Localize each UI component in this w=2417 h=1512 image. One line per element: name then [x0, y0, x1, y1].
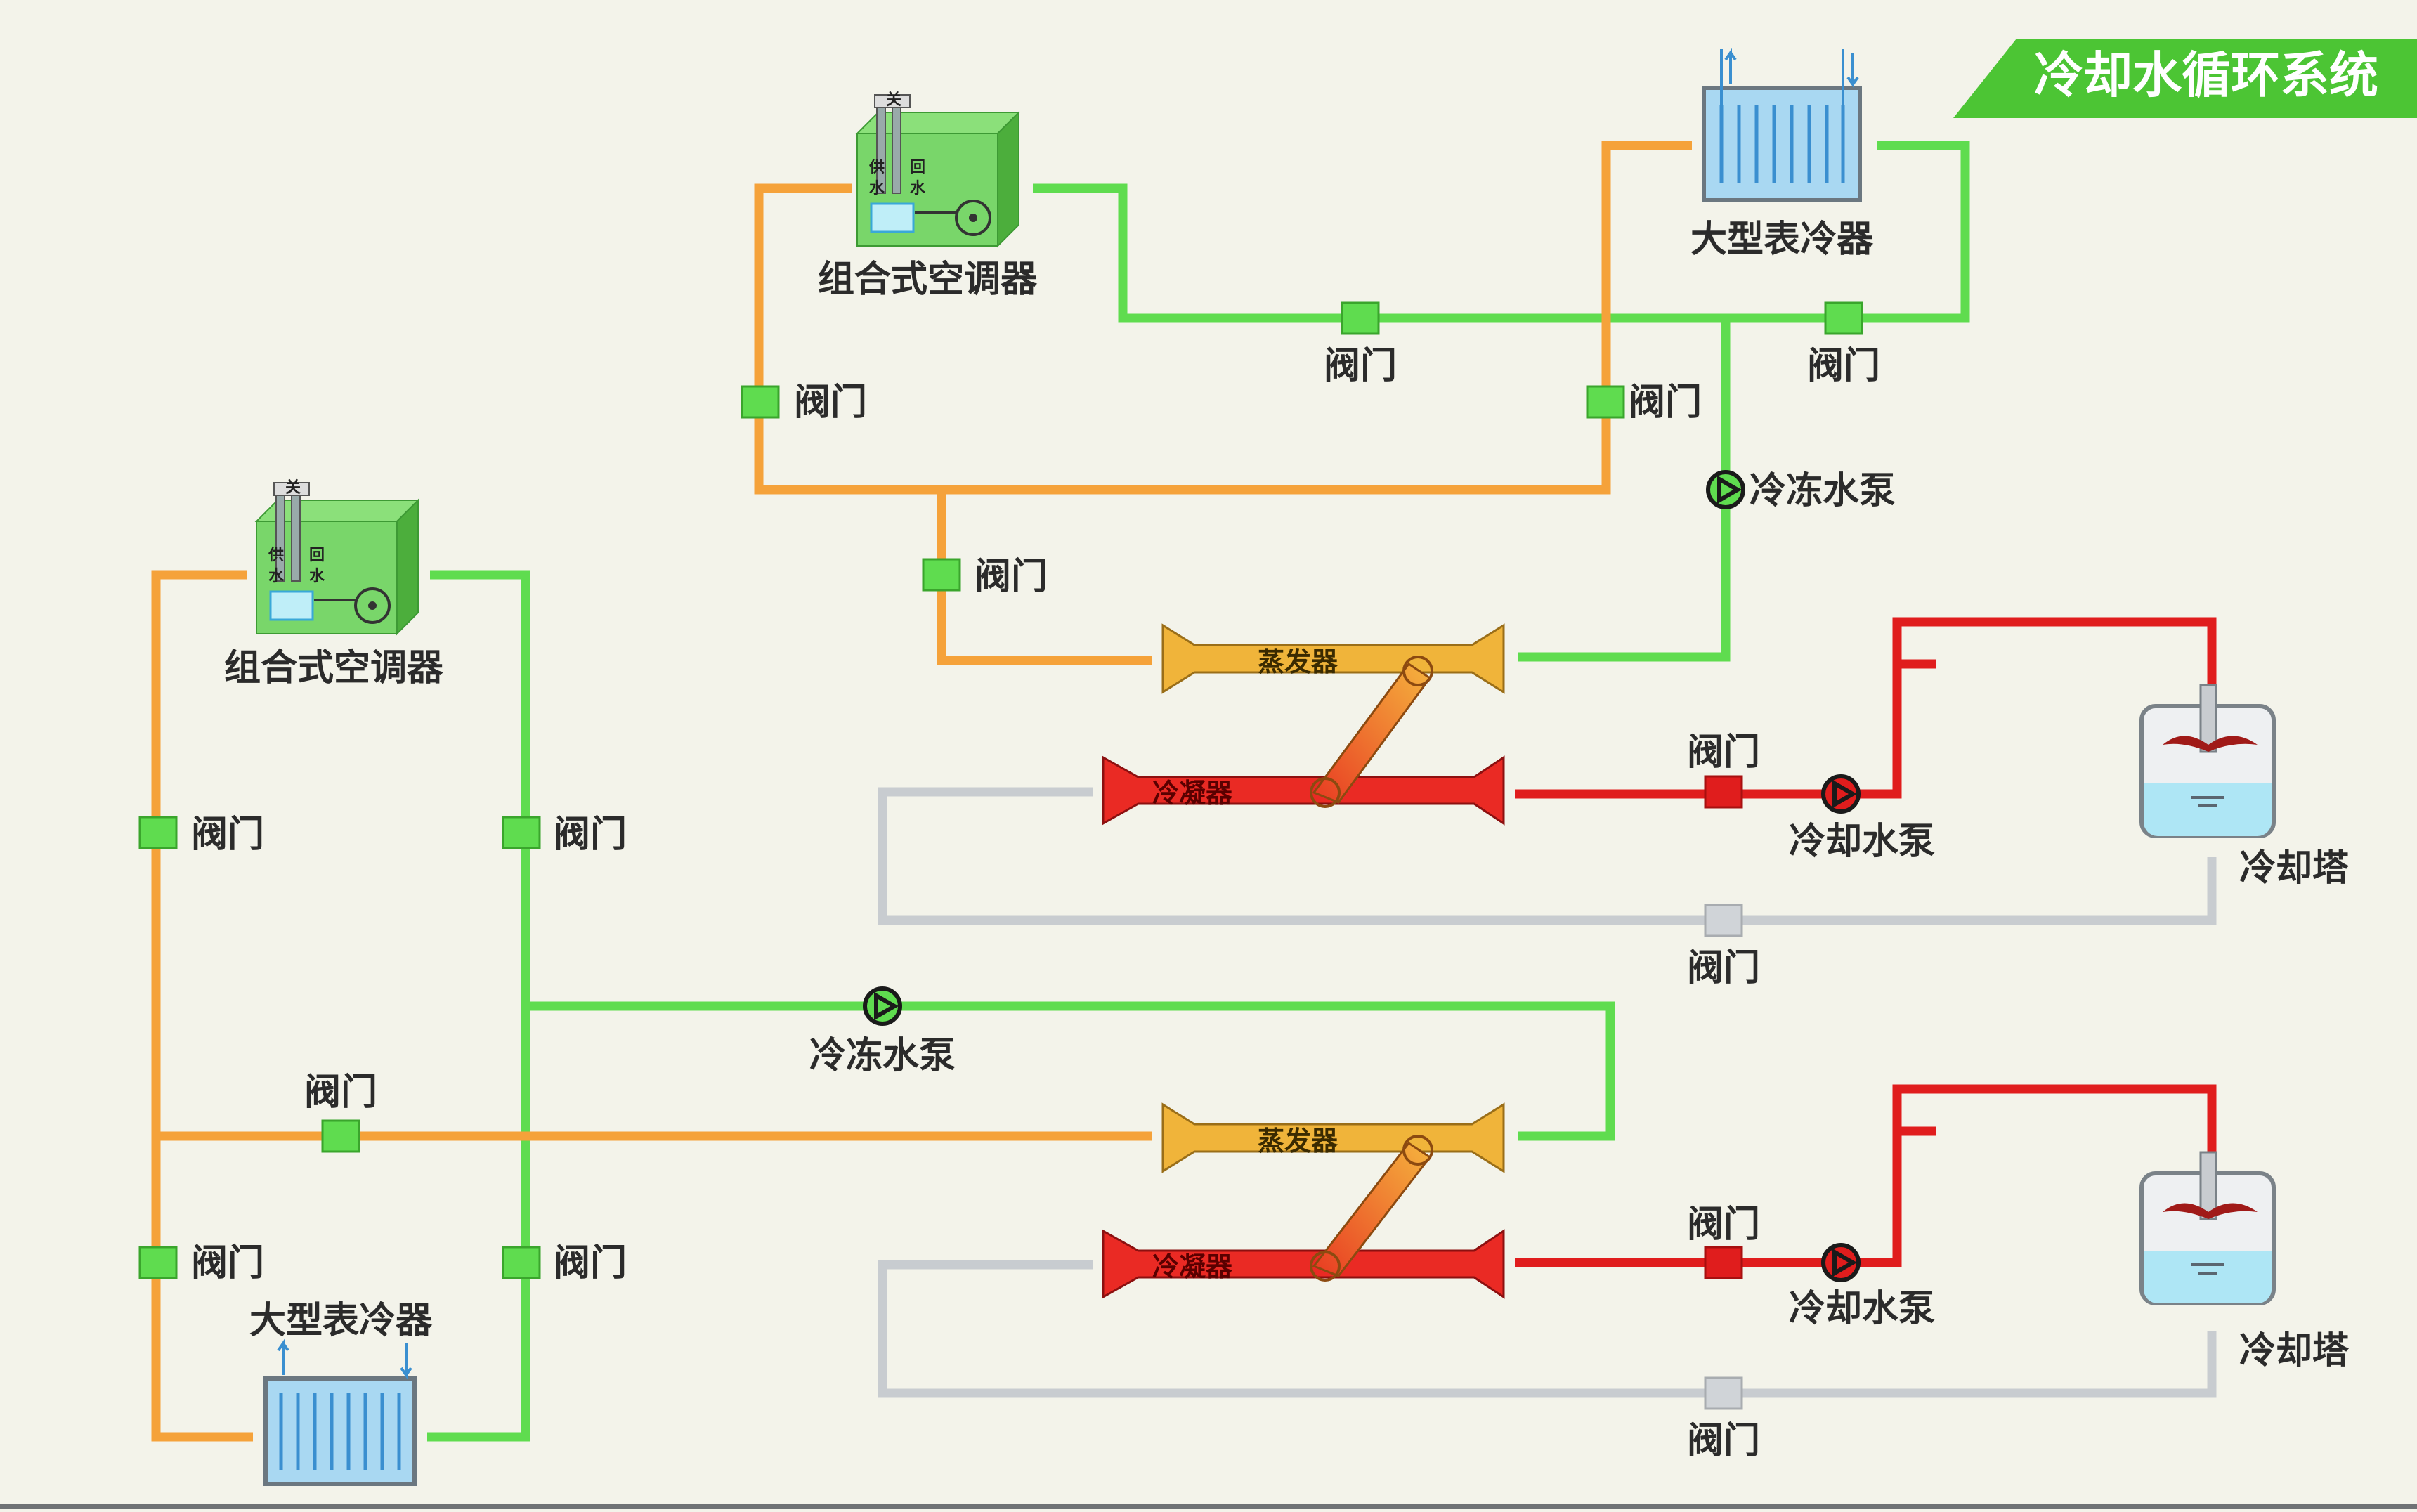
- valve-label: 阀门: [1687, 947, 1760, 989]
- valve-top-cooling-cold[interactable]: [1704, 904, 1743, 937]
- condenser-bottom: [1102, 1229, 1505, 1299]
- valve-label: 阀门: [304, 1071, 377, 1114]
- valve-bottom-return-3[interactable]: [138, 1246, 178, 1279]
- surface-cooler-bottom[interactable]: [263, 1338, 417, 1486]
- ahu-label-top: 组合式空调器: [818, 259, 1038, 301]
- valve-top-supply-1[interactable]: [1341, 301, 1380, 335]
- svg-text:水: 水: [268, 568, 285, 585]
- return-label-top: 回: [910, 159, 925, 176]
- valve-label: 阀门: [191, 814, 264, 856]
- surface-cooler-label-bottom: 大型表冷器: [249, 1300, 433, 1342]
- valve-bottom-return-2[interactable]: [321, 1119, 360, 1153]
- svg-text:水: 水: [869, 180, 885, 197]
- valve-bottom-supply-1[interactable]: [502, 816, 541, 849]
- valve-top-supply-2[interactable]: [1824, 301, 1863, 335]
- evaporator-label-top: 蒸发器: [1258, 646, 1338, 677]
- valve-top-return-1[interactable]: [741, 385, 780, 419]
- cooling-water-pump-bottom[interactable]: [1821, 1243, 1861, 1282]
- chiller-bottom[interactable]: 蒸发器 冷凝器: [1102, 1102, 1505, 1299]
- chilled-pump-label-bottom: 冷冻水泵: [809, 1035, 956, 1077]
- ahu-label-bottom: 组合式空调器: [224, 647, 444, 689]
- valve-label: 阀门: [1687, 1204, 1760, 1246]
- condenser-label-bottom: 冷凝器: [1152, 1251, 1233, 1282]
- supply-label-top: 供: [868, 158, 885, 176]
- valve-label: 阀门: [1629, 382, 1702, 424]
- valve-label: 阀门: [975, 556, 1048, 598]
- chilled-water-pump-bottom[interactable]: [863, 986, 902, 1026]
- cooling-tower-bottom[interactable]: [2139, 1151, 2276, 1305]
- cooling-tower-label-top: 冷却塔: [2239, 847, 2350, 889]
- title-banner: 冷却水循环系统: [1953, 39, 2417, 118]
- chiller-top[interactable]: 蒸发器 冷凝器: [1102, 623, 1505, 826]
- air-handling-unit-bottom[interactable]: 关 供 水 回 水: [254, 479, 420, 636]
- switch-label-top: 关: [886, 91, 901, 109]
- svg-text:水: 水: [309, 568, 325, 585]
- condenser-top: [1102, 755, 1505, 826]
- air-handling-unit-top[interactable]: 关 供 水 回 水: [855, 91, 1021, 248]
- cooling-pump-label-top: 冷却水泵: [1789, 821, 1935, 863]
- switch-label-bottom: 关: [285, 479, 301, 497]
- valve-bottom-supply-2[interactable]: [502, 1246, 541, 1279]
- cooling-water-pump-top[interactable]: [1821, 774, 1861, 814]
- valve-bottom-cooling-cold[interactable]: [1704, 1376, 1743, 1410]
- pipes-top: [754, 141, 2217, 925]
- valve-label: 阀门: [794, 382, 867, 424]
- valve-top-return-2[interactable]: [1586, 385, 1625, 419]
- svg-text:水: 水: [910, 180, 926, 197]
- evaporator-label-bottom: 蒸发器: [1258, 1126, 1338, 1156]
- valve-top-cooling-hot[interactable]: [1704, 775, 1743, 809]
- page-title: 冷却水循环系统: [2034, 46, 2378, 104]
- cooling-pump-label-bottom: 冷却水泵: [1789, 1288, 1935, 1330]
- valve-label: 阀门: [191, 1242, 264, 1284]
- valve-bottom-cooling-hot[interactable]: [1704, 1246, 1743, 1279]
- valve-bottom-return-1[interactable]: [138, 816, 178, 849]
- chilled-water-pump-top[interactable]: [1706, 470, 1745, 509]
- valve-label: 阀门: [1324, 345, 1397, 387]
- surface-cooler-top[interactable]: [1702, 48, 1862, 202]
- evaporator-top: [1161, 623, 1505, 694]
- bottom-border: [0, 1504, 2417, 1509]
- valve-label: 阀门: [1687, 1420, 1760, 1462]
- condenser-label-top: 冷凝器: [1152, 778, 1233, 809]
- svg-text:供: 供: [268, 546, 284, 564]
- valve-label: 阀门: [1807, 345, 1880, 387]
- valve-top-return-3[interactable]: [922, 558, 961, 592]
- chilled-pump-label-top: 冷冻水泵: [1750, 470, 1896, 512]
- evaporator-bottom: [1161, 1102, 1505, 1173]
- svg-text:回: 回: [309, 547, 325, 564]
- cooling-tower-top[interactable]: [2139, 684, 2276, 838]
- valve-label: 阀门: [554, 814, 627, 856]
- valve-label: 阀门: [1687, 731, 1760, 774]
- surface-cooler-label-top: 大型表冷器: [1690, 219, 1874, 261]
- cooling-tower-label-bottom: 冷却塔: [2239, 1330, 2350, 1372]
- valve-label: 阀门: [554, 1242, 627, 1284]
